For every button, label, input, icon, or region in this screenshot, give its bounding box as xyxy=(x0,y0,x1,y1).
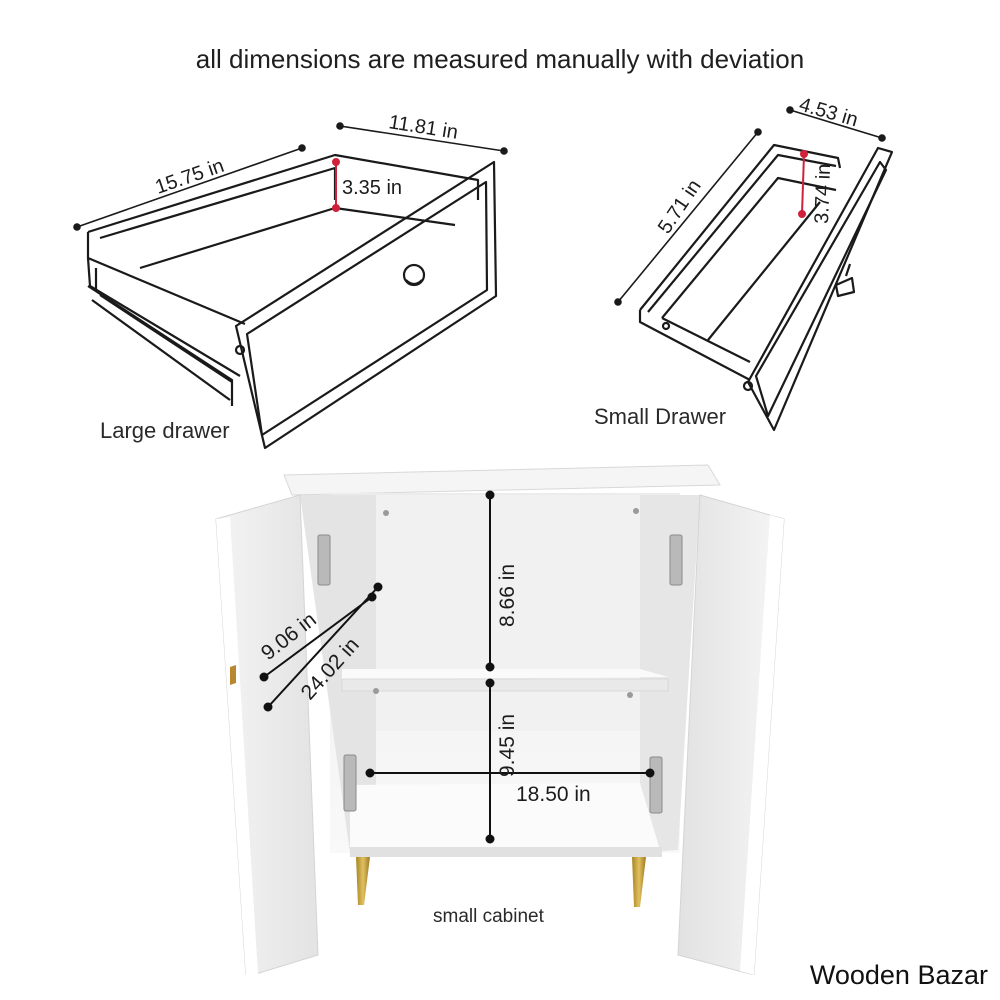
cabinet-diagram: 8.66 in 9.45 in 18.50 in 9.06 in 24.02 i… xyxy=(215,464,785,975)
large-drawer-diagram: 15.75 in 11.81 in 3.35 in xyxy=(73,111,508,450)
large-drawer-height-label: 3.35 in xyxy=(342,177,402,199)
small-drawer-length-label: 5.71 in xyxy=(654,176,706,238)
cabinet-inner-width-label: 18.50 in xyxy=(516,783,591,806)
small-drawer-caption: Small Drawer xyxy=(594,404,727,429)
small-drawer-diagram: 5.71 in 4.53 in 3.74 in xyxy=(614,94,894,432)
page-title: all dimensions are measured manually wit… xyxy=(195,44,805,74)
large-drawer-caption: Large drawer xyxy=(100,418,230,443)
cabinet-lower-height-label: 9.45 in xyxy=(496,714,519,777)
cabinet-caption: small cabinet xyxy=(433,906,544,927)
brand-watermark: Wooden Bazar xyxy=(809,960,988,990)
small-drawer-width-label: 4.53 in xyxy=(797,94,861,132)
cabinet-upper-height-label: 8.66 in xyxy=(496,564,519,627)
small-drawer-height-label: 3.74 in xyxy=(811,163,835,224)
